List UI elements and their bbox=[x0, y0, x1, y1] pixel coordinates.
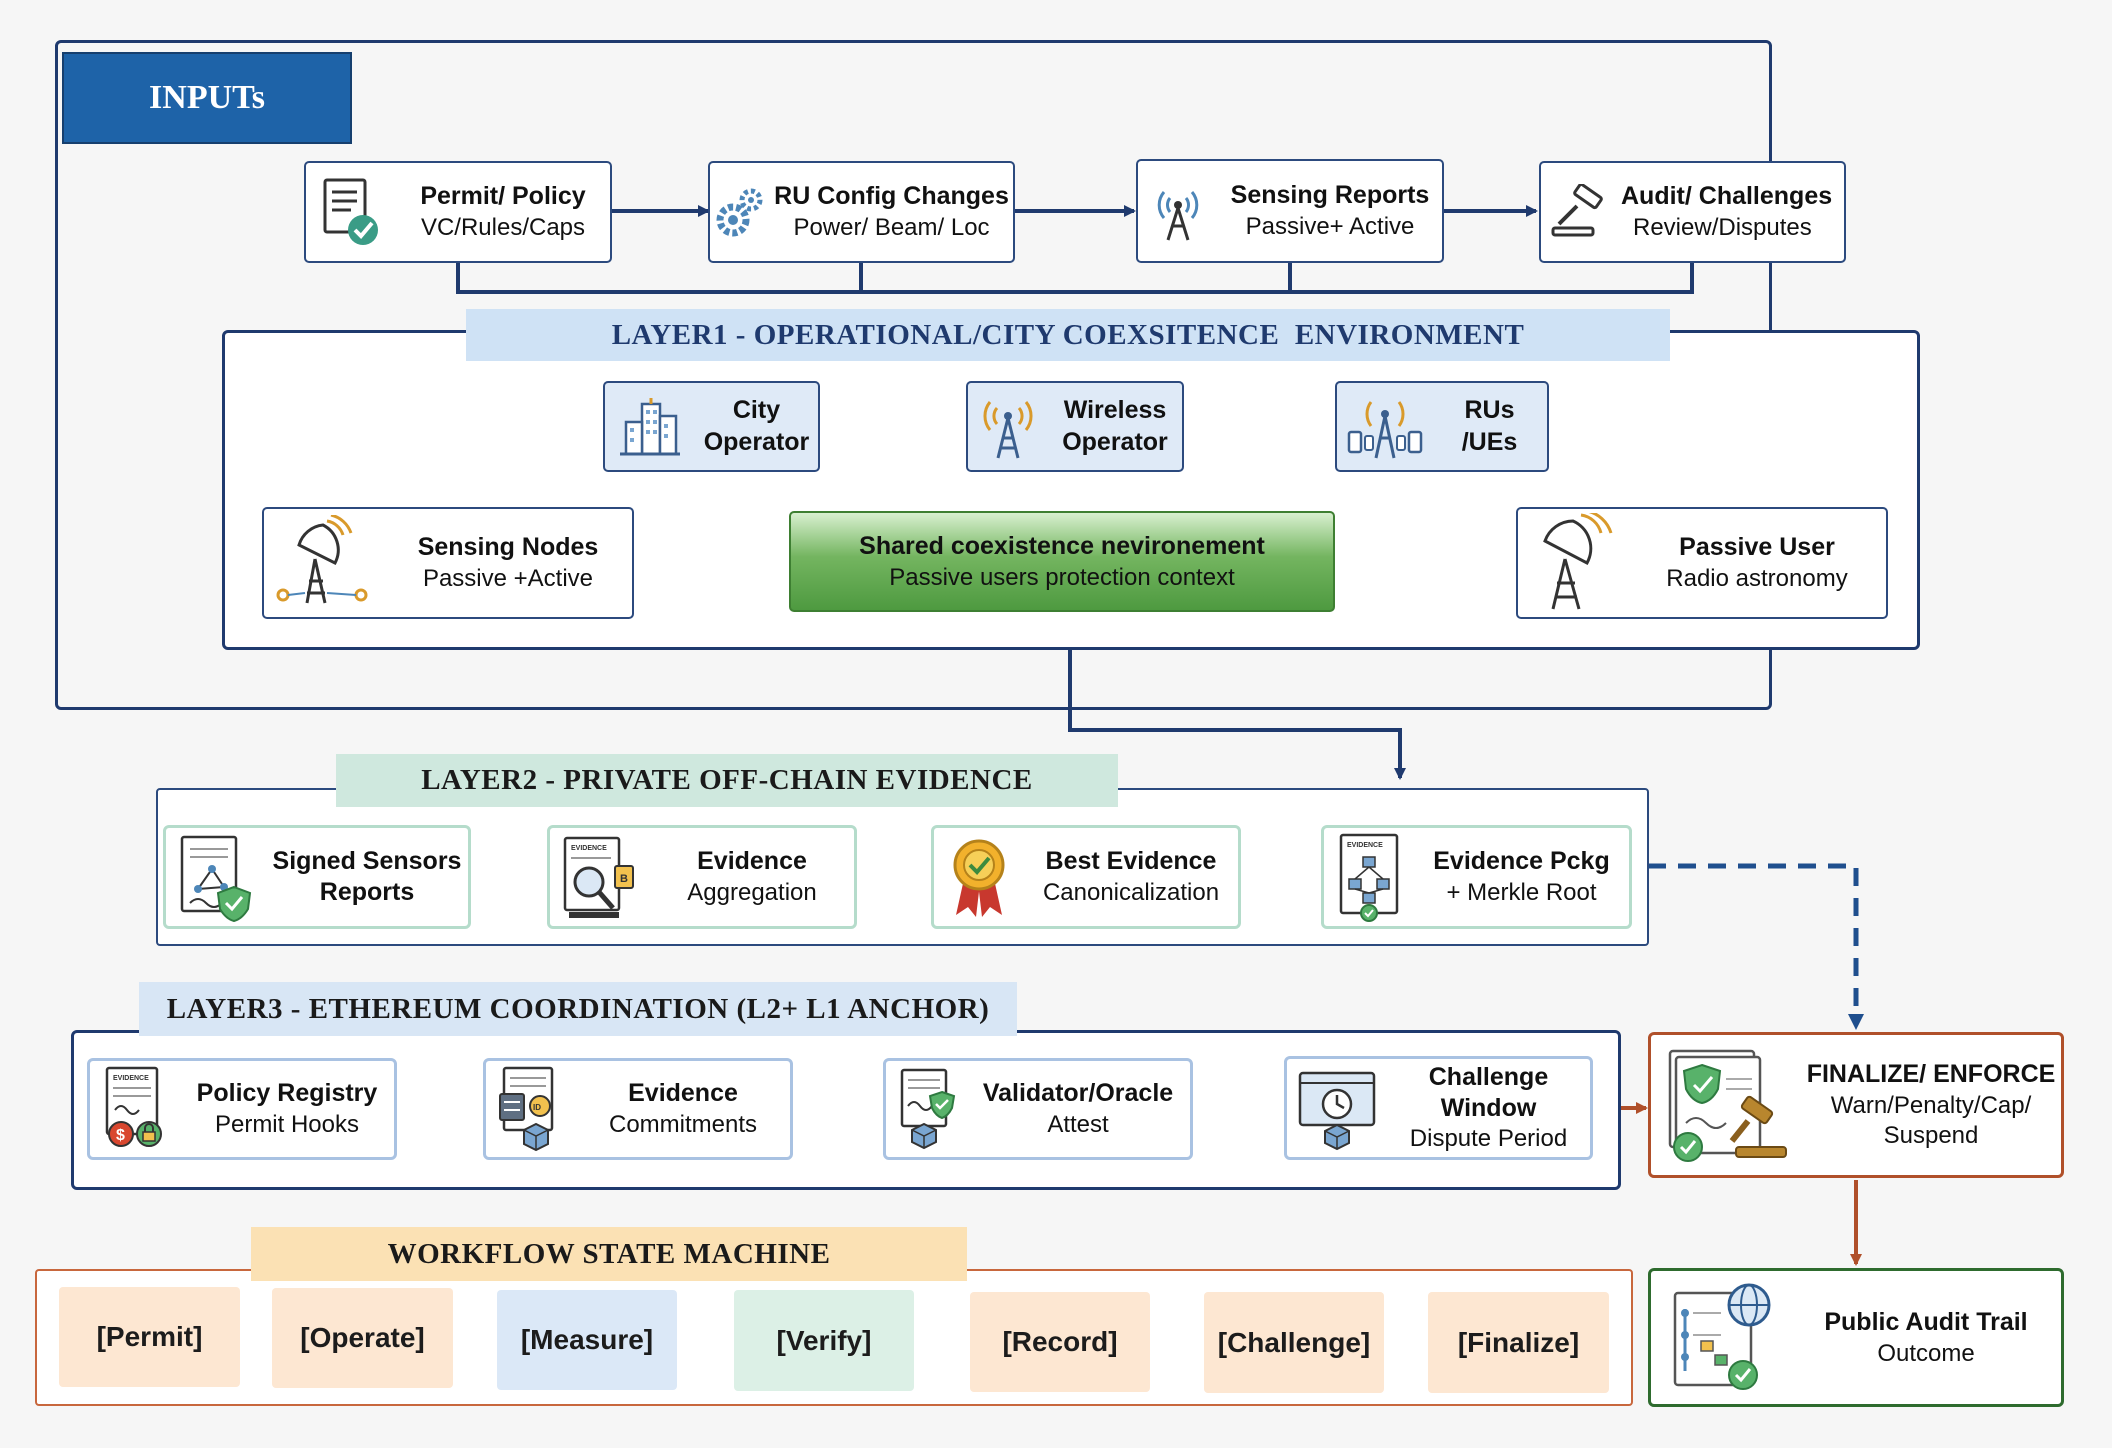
evidence-pckg-sub: + Merkle Root bbox=[1446, 878, 1597, 906]
state-verify: [Verify] bbox=[734, 1290, 914, 1391]
finalize-line3: Suspend bbox=[1883, 1121, 1979, 1149]
evidence-badge-3: EVIDENCE bbox=[113, 1075, 149, 1082]
state-finalize: [Finalize] bbox=[1428, 1292, 1609, 1393]
layer1-rus-ues[interactable]: RUs/UEs bbox=[1335, 381, 1549, 472]
signed-sensors-sub: Reports bbox=[319, 878, 415, 906]
layer2-title: LAYER2 - PRIVATE OFF-CHAIN EVIDENCE bbox=[336, 754, 1118, 807]
state-measure: [Measure] bbox=[497, 1290, 677, 1390]
radio-tower-icon bbox=[968, 392, 1048, 462]
city-title: City bbox=[732, 396, 781, 425]
state-permit: [Permit] bbox=[59, 1287, 240, 1387]
best-evidence-sub: Canonicalization bbox=[1042, 878, 1220, 906]
wireless-sub: Operator bbox=[1062, 427, 1168, 456]
evidence-magnifier-icon: EVIDENCE B bbox=[550, 832, 650, 922]
inputs-title: INPUTs bbox=[62, 52, 352, 144]
input-ru-sub: Power/ Beam/ Loc bbox=[793, 213, 990, 241]
city-sub: Operator bbox=[703, 427, 810, 456]
gavel-icon bbox=[1541, 184, 1621, 240]
input-permit-title: Permit/ Policy bbox=[420, 182, 586, 211]
validator-sub: Attest bbox=[1047, 1110, 1109, 1138]
shared-coexistence-environment[interactable]: Shared coexistence nevironement Passive … bbox=[789, 511, 1335, 612]
evidence-badge-1: EVIDENCE bbox=[571, 845, 607, 852]
commitments-sub: Commitments bbox=[608, 1110, 758, 1138]
best-evidence-title: Best Evidence bbox=[1045, 847, 1217, 876]
evidence-pckg-title: Evidence Pckg bbox=[1433, 847, 1610, 876]
challenge-sub: Dispute Period bbox=[1409, 1125, 1568, 1153]
input-audit-sub: Review/Disputes bbox=[1633, 213, 1812, 241]
merkle-package-icon: EVIDENCE bbox=[1324, 831, 1414, 923]
input-sensing-title: Sensing Reports bbox=[1230, 181, 1430, 210]
antenna-icon bbox=[1138, 178, 1218, 244]
signed-sensors-title: Signed Sensors bbox=[272, 846, 462, 875]
audit-sub: Outcome bbox=[1877, 1340, 1975, 1368]
challenge-title: Challenge bbox=[1428, 1062, 1549, 1091]
commitments-title: Evidence bbox=[628, 1079, 738, 1108]
aggregation-title: Evidence bbox=[697, 847, 807, 876]
city-building-icon bbox=[605, 396, 695, 458]
svg-text:$: $ bbox=[116, 1127, 125, 1144]
document-check-icon bbox=[306, 176, 396, 248]
certificate-gavel-icon bbox=[1651, 1043, 1801, 1167]
clock-window-icon bbox=[1287, 1065, 1387, 1151]
challenge-title-2: Window bbox=[1440, 1094, 1537, 1122]
public-audit-trail[interactable]: Public Audit Trail Outcome bbox=[1648, 1268, 2064, 1407]
shared-sub: Passive users protection context bbox=[889, 564, 1235, 592]
sensing-sub: Passive +Active bbox=[422, 564, 594, 592]
rus-sub: /UEs bbox=[1461, 427, 1518, 456]
validator-document-icon bbox=[886, 1066, 966, 1152]
finalize-line2: Warn/Penalty/Cap/ bbox=[1830, 1091, 2032, 1119]
passive-sub: Radio astronomy bbox=[1666, 564, 1848, 592]
award-medal-icon bbox=[934, 835, 1024, 919]
input-audit-title: Audit/ Challenges bbox=[1621, 182, 1833, 211]
rus-title: RUs bbox=[1464, 396, 1515, 425]
svg-text:B: B bbox=[620, 873, 628, 885]
shared-title: Shared coexistence nevironement bbox=[859, 531, 1265, 560]
gears-icon bbox=[710, 182, 770, 242]
evidence-badge-2: EVIDENCE bbox=[1347, 842, 1383, 849]
audit-title: Public Audit Trail bbox=[1824, 1307, 2028, 1336]
finalize-title: FINALIZE/ ENFORCE bbox=[1806, 1060, 2056, 1089]
input-sensing-sub: Passive+ Active bbox=[1245, 212, 1415, 240]
state-record: [Record] bbox=[970, 1292, 1150, 1392]
layer3-title: LAYER3 - ETHEREUM COORDINATION (L2+ L1 A… bbox=[139, 982, 1017, 1036]
wireless-title: Wireless bbox=[1063, 396, 1167, 425]
policy-registry-sub: Permit Hooks bbox=[214, 1110, 360, 1138]
layer1-title: LAYER1 - OPERATIONAL/CITY COEXSITENCE EN… bbox=[466, 309, 1670, 361]
state-operate: [Operate] bbox=[272, 1288, 453, 1388]
workflow-title: WORKFLOW STATE MACHINE bbox=[251, 1227, 967, 1281]
state-challenge: [Challenge] bbox=[1204, 1292, 1384, 1393]
audit-globe-icon bbox=[1651, 1279, 1791, 1397]
satellite-dish-icon bbox=[264, 515, 384, 611]
tower-devices-icon bbox=[1337, 392, 1432, 462]
policy-registry-icon: EVIDENCE $ bbox=[90, 1064, 180, 1154]
svg-text:ID: ID bbox=[533, 1103, 541, 1112]
radio-telescope-icon bbox=[1518, 513, 1628, 613]
commitment-server-icon: ID bbox=[486, 1064, 576, 1154]
validator-title: Validator/Oracle bbox=[982, 1079, 1174, 1108]
input-permit-sub: VC/Rules/Caps bbox=[420, 213, 586, 241]
layer2-evidence-package[interactable]: EVIDENCE Evidence Pckg+ Merkle Root bbox=[1321, 825, 1632, 929]
policy-registry-title: Policy Registry bbox=[196, 1079, 378, 1108]
passive-title: Passive User bbox=[1679, 533, 1835, 562]
aggregation-sub: Aggregation bbox=[687, 878, 817, 906]
input-ru-title: RU Config Changes bbox=[774, 182, 1009, 211]
sensing-title: Sensing Nodes bbox=[417, 533, 599, 562]
finalize-enforce[interactable]: FINALIZE/ ENFORCE Warn/Penalty/Cap/ Susp… bbox=[1648, 1032, 2064, 1178]
signed-report-icon bbox=[166, 831, 266, 923]
